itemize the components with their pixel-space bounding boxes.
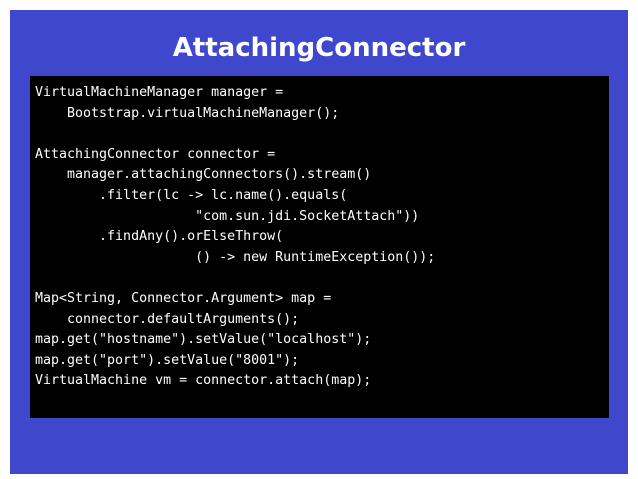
code-line (35, 268, 609, 289)
code-line: map.get("hostname").setValue("localhost"… (35, 332, 372, 348)
code-line: Bootstrap.virtualMachineManager(); (35, 105, 340, 121)
code-line: () -> new RuntimeException()); (35, 249, 436, 265)
code-line (35, 124, 609, 145)
code-line: .filter(lc -> lc.name().equals( (35, 187, 348, 203)
code-line: map.get("port").setValue("8001"); (35, 352, 300, 368)
code-line: AttachingConnector connector = (35, 146, 276, 162)
slide: AttachingConnector VirtualMachineManager… (10, 10, 628, 474)
code-line: .findAny().orElseThrow( (35, 229, 284, 245)
code-line: Map<String, Connector.Argument> map = (35, 290, 332, 306)
code-line: "com.sun.jdi.SocketAttach")) (35, 208, 420, 224)
code-line: connector.defaultArguments(); (35, 311, 300, 327)
slide-title: AttachingConnector (172, 33, 466, 63)
code-line: manager.attachingConnectors().stream() (35, 167, 372, 183)
code-line: VirtualMachineManager manager = (35, 85, 284, 100)
code-block: VirtualMachineManager manager = Bootstra… (30, 76, 609, 418)
code-line: VirtualMachine vm = connector.attach(map… (35, 373, 372, 389)
